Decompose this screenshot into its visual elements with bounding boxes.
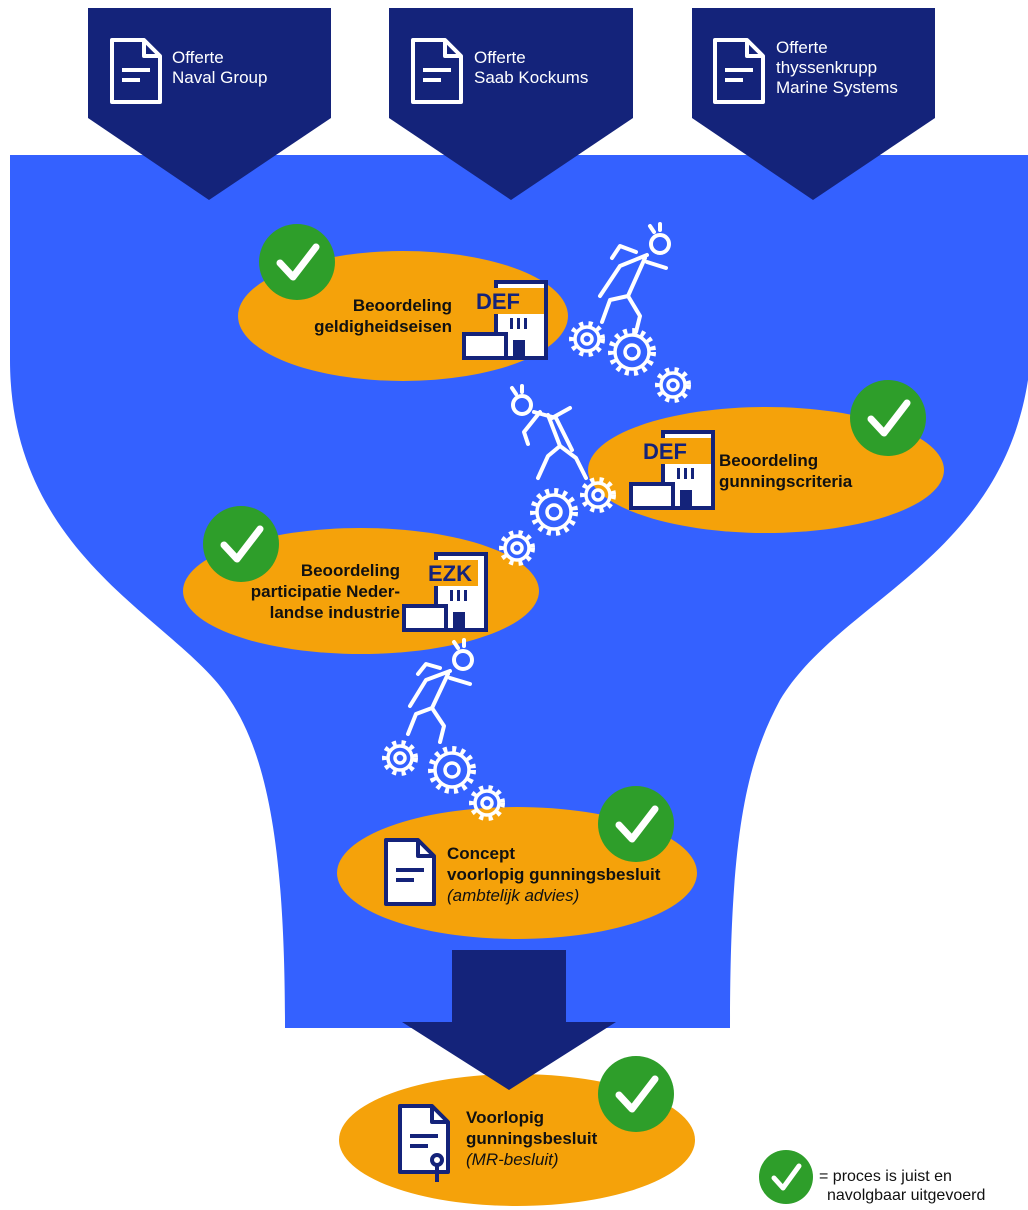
offer-label-line: Offerte xyxy=(776,38,828,57)
step-label-line: voorlopig gunningsbesluit xyxy=(447,865,661,884)
step-label-note: (ambtelijk advies) xyxy=(447,886,580,905)
building-icon xyxy=(402,552,488,632)
offer-label-naval-group: Offerte Naval Group xyxy=(172,48,267,88)
offer-label-saab-kockums: Offerte Saab Kockums xyxy=(474,48,588,88)
step-label-line: gunningscriteria xyxy=(719,472,853,491)
step-label-line: gunningsbesluit xyxy=(466,1129,598,1148)
step-label-participatie: Beoordeling participatie Neder- landse i… xyxy=(232,560,400,623)
building-code-ezk: EZK xyxy=(428,561,472,586)
check-circle-icon xyxy=(850,380,926,456)
check-circle-icon xyxy=(203,506,279,582)
check-circle-icon xyxy=(598,1056,674,1132)
gear-icon xyxy=(386,325,687,817)
running-person-icon xyxy=(406,638,474,744)
down-arrow xyxy=(402,950,616,1090)
building-icon xyxy=(629,430,715,510)
running-person-icon xyxy=(510,384,588,480)
offer-label-line: Naval Group xyxy=(172,68,268,87)
certificate-document-icon xyxy=(398,1104,450,1182)
check-circle-icon xyxy=(259,224,335,300)
document-icon xyxy=(110,38,162,104)
step-label-concept: Concept voorlopig gunningsbesluit (ambte… xyxy=(447,843,660,906)
building-code-def: DEF xyxy=(476,289,520,314)
running-person-icon xyxy=(598,222,671,334)
legend-text: = proces is juist en navolgbaar uitgevoe… xyxy=(819,1167,985,1205)
step-label-line: Voorlopig xyxy=(466,1108,545,1127)
building-code-def: DEF xyxy=(643,439,687,464)
step-label-line: geldigheidseisen xyxy=(314,317,452,336)
legend-line: = proces is juist en xyxy=(819,1168,952,1185)
step-label-line: Beoordeling xyxy=(352,296,452,315)
step-label-note: (MR-besluit) xyxy=(466,1150,559,1169)
offer-label-line: Saab Kockums xyxy=(474,68,589,87)
offer-label-line: Marine Systems xyxy=(776,78,898,97)
offer-label-thyssenkrupp: Offerte thyssenkrupp Marine Systems xyxy=(776,38,898,98)
step-label-gunningscriteria: Beoordeling gunningscriteria xyxy=(719,450,852,492)
document-icon xyxy=(411,38,463,104)
step-label-voorlopig: Voorlopig gunningsbesluit (MR-besluit) xyxy=(466,1107,597,1170)
gear-teeth xyxy=(382,321,691,821)
legend-check-circle-icon xyxy=(759,1150,813,1204)
legend-line: navolgbaar uitgevoerd xyxy=(827,1187,986,1204)
check-circle-icon xyxy=(598,786,674,862)
building-icon xyxy=(462,280,548,360)
step-label-line: participatie Neder- xyxy=(250,582,400,601)
step-label-geldigheidseisen: Beoordeling geldigheidseisen xyxy=(290,295,452,337)
offer-label-line: Offerte xyxy=(474,48,526,67)
step-label-line: Concept xyxy=(447,844,515,863)
step-label-line: landse industrie xyxy=(269,603,400,622)
offer-label-line: Offerte xyxy=(172,48,224,67)
document-icon xyxy=(384,838,436,906)
step-label-line: Beoordeling xyxy=(300,561,400,580)
offer-label-line: thyssenkrupp xyxy=(776,58,878,77)
step-label-line: Beoordeling xyxy=(719,451,819,470)
document-icon xyxy=(713,38,765,104)
